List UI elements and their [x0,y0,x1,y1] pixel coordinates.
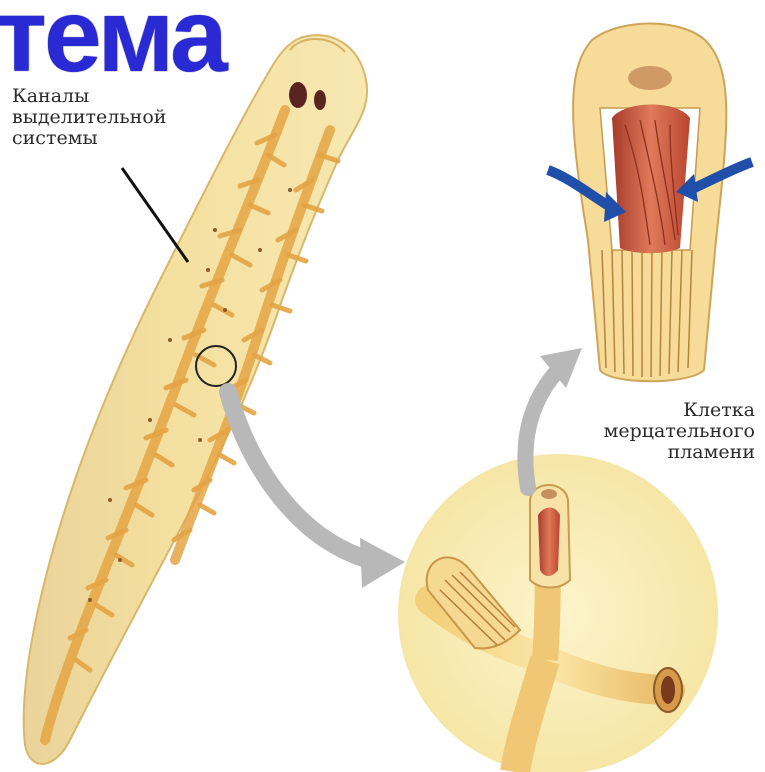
flame-cell-enlargement [398,454,718,772]
flame-cell-detail [548,24,752,382]
flame-label-line-1: Клетка [604,400,755,421]
flame-label-line-2: мерцательного [604,421,755,442]
excretory-label-line-3: системы [12,128,166,149]
excretory-canals-label: Каналы выделительной системы [12,86,166,149]
flame-label-line-3: пламени [604,442,755,463]
excretory-label-line-2: выделительной [12,107,166,128]
flame-cell-label: Клетка мерцательного пламени [604,400,755,463]
grey-arrow-1 [228,392,370,560]
overlay-title: тема [0,0,225,88]
excretory-label-pointer [122,168,188,262]
